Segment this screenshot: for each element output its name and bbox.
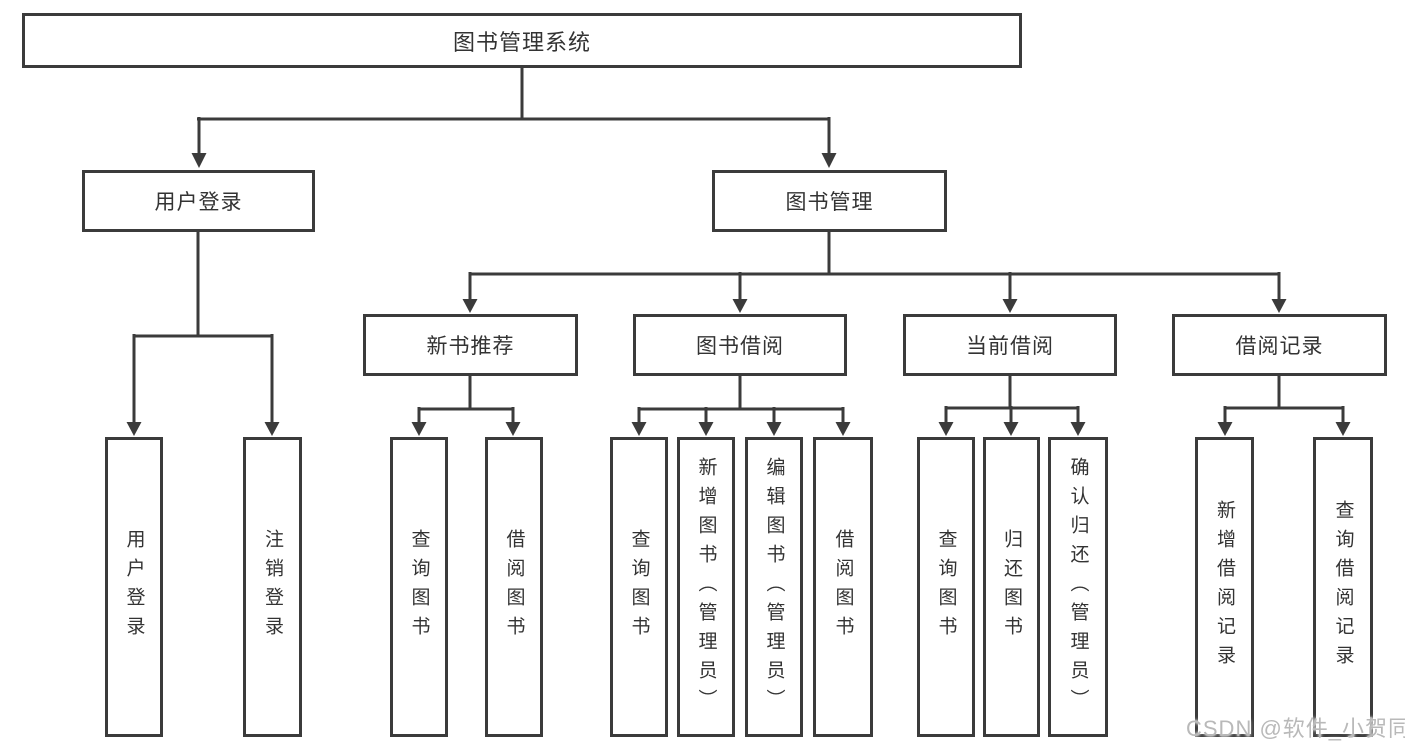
leaf-br-add-record-label: 新增借阅记录 — [1214, 500, 1235, 674]
leaf-br-add-record: 新增借阅记录 — [1195, 437, 1254, 737]
node-new-book-recommend: 新书推荐 — [363, 314, 578, 376]
node-current-borrow: 当前借阅 — [903, 314, 1117, 376]
leaf-nbr-query-book: 查询图书 — [390, 437, 448, 737]
node-borrow-records: 借阅记录 — [1172, 314, 1387, 376]
leaf-bb-edit-book-label: 编辑图书（管理员） — [763, 456, 785, 718]
leaf-br-query-record-label: 查询借阅记录 — [1332, 500, 1354, 674]
leaf-user-login: 用户登录 — [105, 437, 163, 737]
leaf-cb-query-book: 查询图书 — [917, 437, 975, 737]
arrowheads — [126, 153, 1351, 436]
node-user-login: 用户登录 — [82, 170, 315, 232]
leaf-bb-add-book-label: 新增图书（管理员） — [695, 456, 717, 718]
leaf-br-query-record: 查询借阅记录 — [1313, 437, 1373, 737]
leaf-cb-confirm-return-label: 确认归还（管理员） — [1067, 456, 1089, 718]
leaf-cb-return-book: 归还图书 — [983, 437, 1040, 737]
csdn-watermark: CSDN @软件_小贺同学 — [1186, 716, 1405, 741]
leaf-cb-confirm-return: 确认归还（管理员） — [1048, 437, 1108, 737]
leaf-bb-borrow-book: 借阅图书 — [813, 437, 873, 737]
leaf-cb-return-book-label: 归还图书 — [1001, 529, 1022, 645]
leaf-bb-query-book: 查询图书 — [610, 437, 668, 737]
leaf-bb-query-book-label: 查询图书 — [628, 529, 650, 645]
leaf-nbr-borrow-book: 借阅图书 — [485, 437, 543, 737]
leaf-logout-label: 注销登录 — [262, 529, 283, 645]
node-book-borrow: 图书借阅 — [633, 314, 847, 376]
leaf-bb-edit-book: 编辑图书（管理员） — [745, 437, 803, 737]
leaf-nbr-borrow-book-label: 借阅图书 — [503, 529, 525, 645]
leaf-logout: 注销登录 — [243, 437, 302, 737]
node-root: 图书管理系统 — [22, 13, 1022, 68]
leaf-cb-query-book-label: 查询图书 — [935, 529, 957, 645]
leaf-bb-add-book: 新增图书（管理员） — [677, 437, 735, 737]
leaf-user-login-label: 用户登录 — [123, 529, 145, 645]
node-book-management: 图书管理 — [712, 170, 947, 232]
leaf-bb-borrow-book-label: 借阅图书 — [832, 529, 854, 645]
leaf-nbr-query-book-label: 查询图书 — [408, 529, 430, 645]
